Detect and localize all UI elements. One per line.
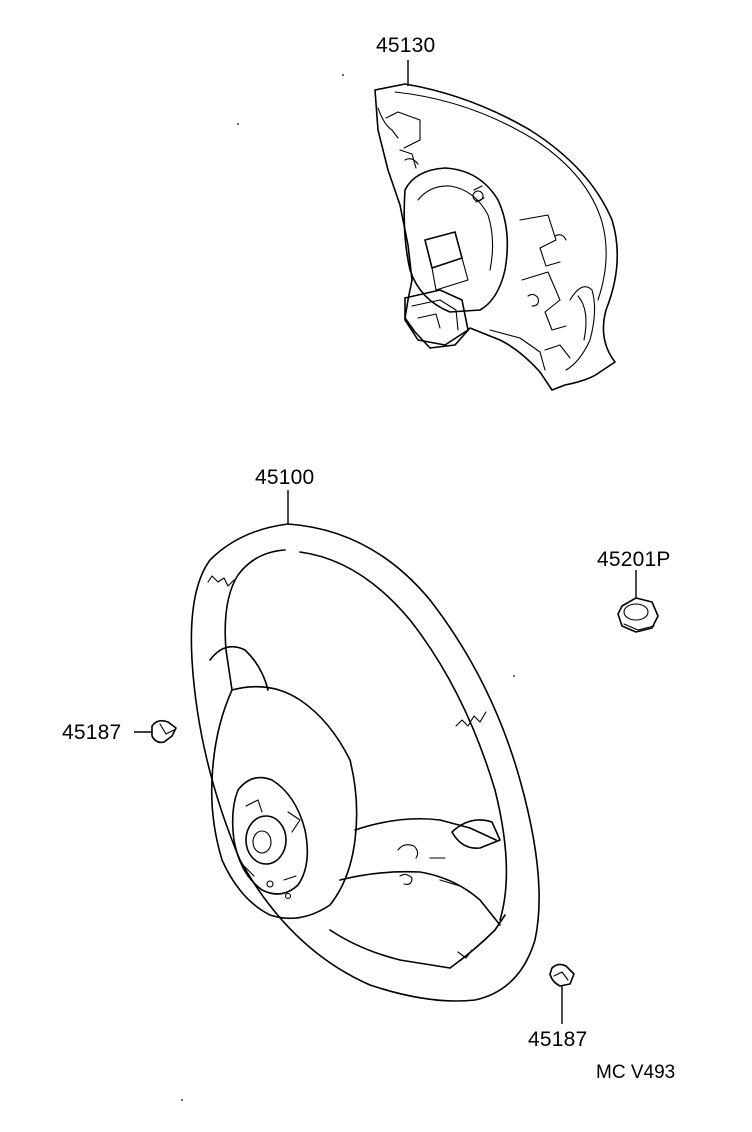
part-number-45187-bottom: 45187 [528, 1028, 587, 1051]
horn-pad-drawing[interactable] [374, 60, 619, 391]
diagram-reference-code: MC V493 [596, 1062, 675, 1083]
part-number-45100: 45100 [255, 466, 314, 489]
clip-left-drawing[interactable] [134, 719, 177, 744]
part-number-45187-left: 45187 [62, 721, 121, 744]
scan-specks [181, 74, 515, 1101]
nut-drawing[interactable] [617, 570, 659, 633]
part-number-45201p: 45201P [597, 548, 671, 571]
part-number-45130: 45130 [376, 34, 435, 57]
clip-bottom-drawing[interactable] [549, 963, 575, 1024]
steering-wheel-drawing[interactable] [190, 490, 540, 1002]
